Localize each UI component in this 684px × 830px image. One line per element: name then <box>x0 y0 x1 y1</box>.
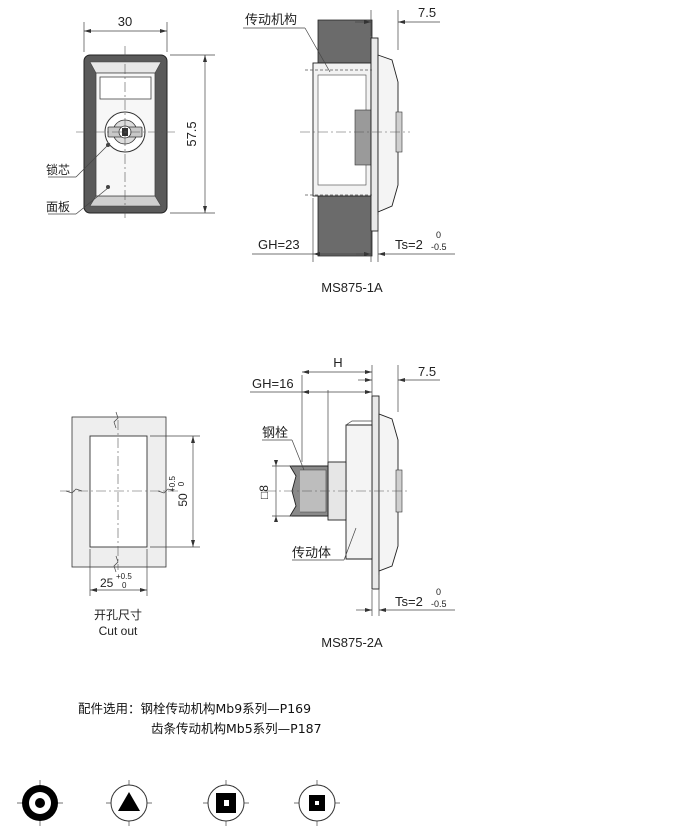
side-view-1a: 传动机构 7.5 GH=23 Ts=2 0 -0.5 MS875-1A <box>243 5 455 295</box>
side-right-dim: 7.5 <box>418 5 436 20</box>
bottom-ts-lower-tol: -0.5 <box>431 599 447 609</box>
key-icons <box>17 780 340 826</box>
mechanism-label: 传动机构 <box>245 13 297 28</box>
front-height-dim: 57.5 <box>184 121 199 146</box>
caption-2a: MS875-2A <box>321 635 383 650</box>
body-label: 传动体 <box>292 546 331 561</box>
ts-lower-tol: -0.5 <box>431 242 447 252</box>
cutout-height-dim: 50 <box>176 493 190 507</box>
cutout-width-tol-lower: 0 <box>122 581 127 590</box>
front-width-dim: 30 <box>118 14 132 29</box>
cutout-width-dim: 25 <box>100 576 114 590</box>
ts-upper-tol: 0 <box>436 230 441 240</box>
front-view-1a: 30 57.5 锁芯 面板 <box>46 14 215 220</box>
ts-dim: Ts=2 <box>395 237 423 252</box>
bolt-label: 钢栓 <box>262 426 288 441</box>
bottom-right-dim: 7.5 <box>418 364 436 379</box>
side-view-2a: GH=16 H 7.5 钢栓 □8 传动体 <box>250 355 455 650</box>
square-key-icon <box>203 780 249 826</box>
gh-dim: GH=23 <box>258 237 300 252</box>
cutout-view: 50 +0.5 0 25 +0.5 0 开孔尺寸 Cut out <box>60 411 200 638</box>
accessory-line-2: 齿条传动机构Mb5系列—P187 <box>151 721 322 736</box>
cutout-width-tol-upper: +0.5 <box>116 572 132 581</box>
bottom-ts-dim: Ts=2 <box>395 594 423 609</box>
lock-core-label: 锁芯 <box>46 162 70 177</box>
gh16-dim: GH=16 <box>252 376 294 391</box>
panel-label: 面板 <box>46 200 70 214</box>
cutout-caption-cn: 开孔尺寸 <box>94 608 142 622</box>
round-key-icon <box>17 780 63 826</box>
accessories-note: 配件选用：钢栓传动机构Mb9系列—P169 齿条传动机构Mb5系列—P187 <box>78 699 322 739</box>
h-dim: H <box>333 355 342 370</box>
caption-1a: MS875-1A <box>321 280 383 295</box>
triangle-key-icon <box>106 780 152 826</box>
bottom-ts-upper-tol: 0 <box>436 587 441 597</box>
cutout-caption-en: Cut out <box>99 624 138 638</box>
small-square-key-icon <box>294 780 340 826</box>
cutout-height-tol-lower: 0 <box>177 481 186 486</box>
cutout-height-tol-upper: +0.5 <box>168 476 177 492</box>
square-dim: □8 <box>257 485 271 499</box>
accessory-line-1: 配件选用：钢栓传动机构Mb9系列—P169 <box>78 701 312 716</box>
